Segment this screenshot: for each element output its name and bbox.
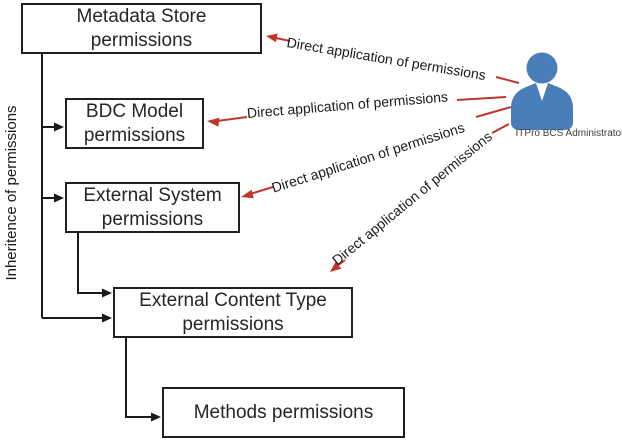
- actor-name-label: ITPro BCS Administrator: [515, 128, 622, 139]
- red-arrowhead-metadata: [266, 33, 278, 43]
- arrowhead-bdc: [54, 122, 64, 132]
- person-body: [511, 83, 573, 130]
- external-content-type-permissions-box: External Content Type permissions: [113, 287, 353, 338]
- methods-permissions-box: Methods permissions: [162, 387, 405, 438]
- red-line-3-head: [249, 186, 274, 195]
- arrowhead-extsys: [54, 193, 64, 203]
- arrowhead-ect-main: [102, 313, 112, 323]
- person-icon: [511, 52, 573, 130]
- red-line-2-tail: [456, 96, 507, 101]
- extsys-to-ect-line: [77, 233, 104, 294]
- arrowhead-methods: [151, 412, 161, 422]
- red-arrowhead-bdc: [207, 117, 220, 127]
- external-system-permissions-box: External System permissions: [65, 182, 240, 233]
- ect-to-methods-line: [125, 338, 152, 418]
- direct-application-arrowheads: [207, 33, 342, 272]
- inheritance-arrowheads: [54, 122, 161, 422]
- direct-application-label-bdc: Direct application of permissions: [246, 88, 449, 121]
- person-head: [526, 52, 558, 84]
- inheritance-axis-label: Inheritence of permissions: [3, 105, 20, 281]
- direct-application-label-metadata: Direct application of permissions: [285, 34, 488, 84]
- bdc-model-permissions-box: BDC Model permissions: [65, 98, 204, 149]
- red-line-2-head: [216, 116, 248, 122]
- metadata-store-permissions-box: Metadata Store permissions: [21, 3, 262, 54]
- red-arrowhead-extsys: [241, 189, 254, 199]
- arrowhead-ect-extsys: [102, 288, 112, 298]
